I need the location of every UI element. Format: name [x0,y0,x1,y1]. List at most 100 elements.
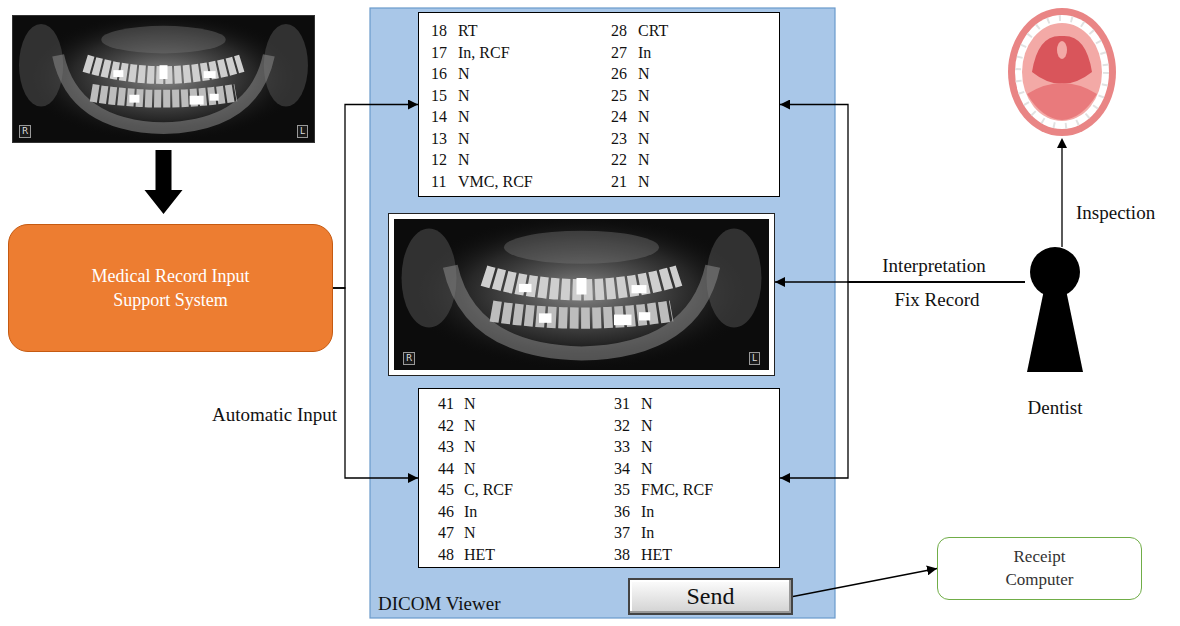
tooth-number: 26 [611,63,638,85]
dentist-icon [1025,245,1085,375]
tooth-number: 35 [614,479,641,501]
tooth-number: 14 [431,106,458,128]
tooth-number: 28 [611,20,638,42]
tooth-status: VMC, RCF [458,171,611,193]
tooth-number: 24 [611,106,638,128]
tooth-status: N [641,436,779,458]
tooth-status: N [458,63,611,85]
tooth-status: N [464,458,614,480]
edge-label: Interpretation [882,255,985,277]
tooth-number: 43 [438,436,464,458]
inspection-arrow [1057,138,1067,247]
tooth-status: HET [641,544,779,566]
tooth-number: 11 [431,171,458,193]
tooth-number: 22 [611,149,638,171]
tooth-number: 41 [438,393,464,415]
panel-title: DICOM Viewer [378,593,501,615]
tooth-status: N [641,393,779,415]
note-label: Fix Record [895,289,980,311]
tooth-status: N [641,415,779,437]
lower-teeth-table: 41N31N42N32N43N33N44N34N45C, RCF35FMC, R… [418,388,780,568]
tooth-status: N [638,106,779,128]
edge-label-text: Interpretation [882,255,985,276]
orientation-mark: R [19,125,31,138]
tooth-number: 17 [431,42,458,64]
tooth-number: 48 [438,544,464,566]
tooth-status: In [641,522,779,544]
tooth-status: In, RCF [458,42,611,64]
orientation-mark: R [403,352,415,365]
tooth-status: N [464,415,614,437]
tooth-number: 45 [438,479,464,501]
tooth-status: N [638,63,779,85]
xray-image [13,16,314,142]
tooth-number: 33 [614,436,641,458]
connector-line [793,569,937,597]
connector-line [780,105,1025,283]
tooth-status: HET [464,544,614,566]
note-label: Inspection [1076,202,1155,224]
tooth-status: CRT [638,20,779,42]
tooth-number: 38 [614,544,641,566]
tooth-status: N [458,128,611,150]
button-label: Send [687,583,735,610]
dentist-body [1027,285,1083,372]
tooth-status: In [641,501,779,523]
system-label: Medical Record Input Support System [71,264,271,313]
tooth-number: 31 [614,393,641,415]
xray-viewer-box: RL [388,213,775,376]
tooth-number: 27 [611,42,638,64]
tooth-number: 37 [614,522,641,544]
edge-label: Automatic Input [212,404,337,426]
tooth-status: N [458,149,611,171]
tooth-number: 13 [431,128,458,150]
tooth-status: N [458,85,611,107]
receipt-box: Receipt Computer [937,537,1142,600]
tooth-status: N [464,436,614,458]
connector-line [780,282,1025,478]
tooth-number: 44 [438,458,464,480]
tooth-number: 47 [438,522,464,544]
tooth-status: N [638,128,779,150]
tooth-status: In [638,42,779,64]
tooth-number: 34 [614,458,641,480]
tooth-number: 36 [614,501,641,523]
edge-label-text: Automatic Input [212,404,337,425]
xray-image [394,219,769,370]
tooth-number: 15 [431,85,458,107]
tooth-status: N [464,393,614,415]
tooth-status: FMC, RCF [641,479,779,501]
actor-label: Dentist [1028,397,1083,419]
tooth-status: RT [458,20,611,42]
tooth-status: C, RCF [464,479,614,501]
note-label-text: Inspection [1076,202,1155,223]
tooth-status: N [638,85,779,107]
orientation-mark: L [749,352,760,365]
tooth-status: N [464,522,614,544]
tooth-status: N [458,106,611,128]
tooth-status: In [464,501,614,523]
tooth-number: 16 [431,63,458,85]
box-label: Receipt Computer [995,546,1085,590]
viewer-panel: DICOM Viewer18RT28CRT17In, RCF27In16N26N… [370,8,835,618]
tooth-number: 12 [431,149,458,171]
tooth-status: N [641,458,779,480]
tooth-number: 32 [614,415,641,437]
upper-teeth-table: 18RT28CRT17In, RCF27In16N26N15N25N14N24N… [418,12,780,197]
tooth-status: N [638,149,779,171]
tooth-number: 46 [438,501,464,523]
system-box: Medical Record Input Support System [8,224,333,352]
orientation-mark: L [297,125,308,138]
dentist-figure: Dentist [1025,245,1085,419]
note-label-text: Fix Record [895,289,980,310]
tooth-number: 18 [431,20,458,42]
tooth-number: 25 [611,85,638,107]
flow-arrow [145,150,183,214]
send-button: Send [628,578,793,615]
tooth-number: 23 [611,128,638,150]
tooth-number: 42 [438,415,464,437]
tooth-number: 21 [611,171,638,193]
viewer-panel-fill [370,8,835,618]
xray-image-box: RL [12,15,315,143]
